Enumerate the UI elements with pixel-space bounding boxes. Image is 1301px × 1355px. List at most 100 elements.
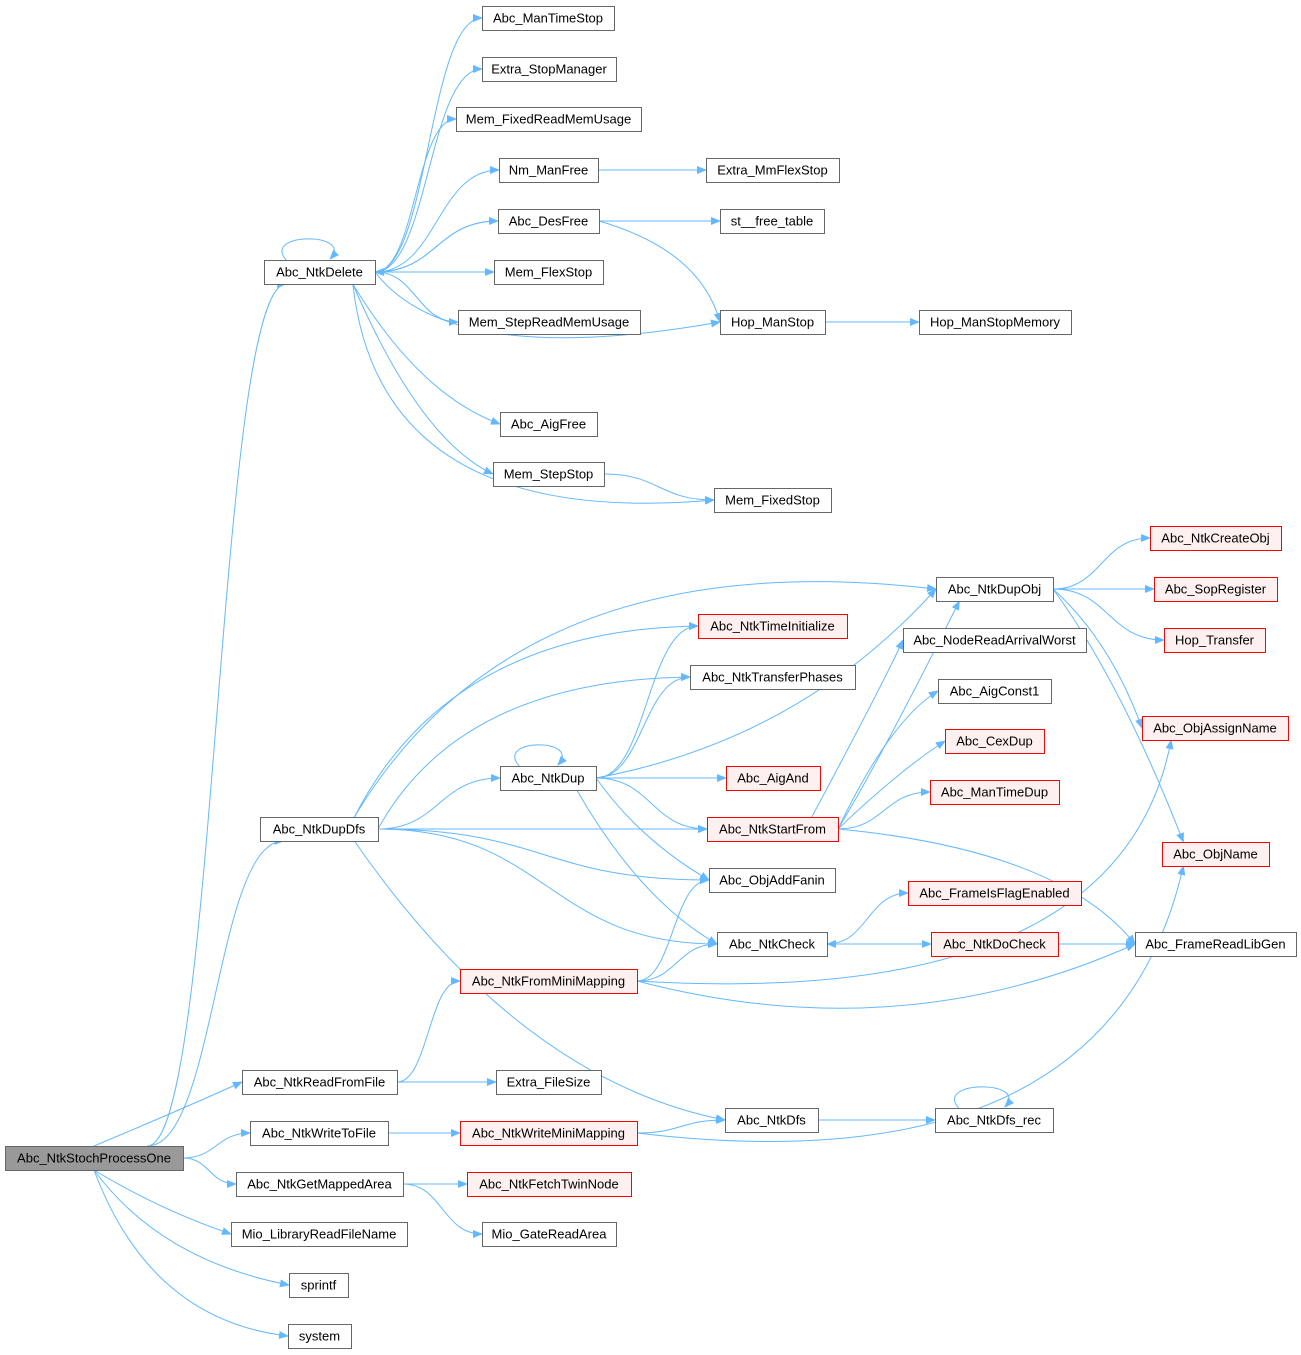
node-box-ntkDfs [725,1108,819,1133]
node-ntkWriteMiniMapping[interactable]: Abc_NtkWriteMiniMapping [460,1121,638,1146]
node-ntkTimeInitialize[interactable]: Abc_NtkTimeInitialize [698,614,848,639]
node-label-ntkCheck: Abc_NtkCheck [729,937,815,952]
nodes-layer: Abc_NtkStochProcessOneAbc_NtkDeleteAbc_M… [5,6,1297,1349]
node-box-nodeReadArrivalWorst [903,628,1087,653]
node-label-mioLibraryReadFileName: Mio_LibraryReadFileName [242,1227,397,1242]
node-nodeReadArrivalWorst[interactable]: Abc_NodeReadArrivalWorst [903,628,1087,653]
node-ntkDoCheck[interactable]: Abc_NtkDoCheck [931,932,1059,957]
node-label-cexDup: Abc_CexDup [956,734,1033,749]
edge-root-to-ntkDelete [147,280,288,1147]
node-label-ntkTransferPhases: Abc_NtkTransferPhases [702,670,843,685]
node-memFixedStop[interactable]: Mem_FixedStop [714,488,832,513]
node-ntkWriteToFile[interactable]: Abc_NtkWriteToFile [250,1121,389,1146]
node-ntkReadFromFile[interactable]: Abc_NtkReadFromFile [242,1070,398,1095]
node-box-ntkCheck [717,932,828,957]
node-ntkCreateObj[interactable]: Abc_NtkCreateObj [1150,526,1282,551]
node-objAddFanin[interactable]: Abc_ObjAddFanin [709,868,836,893]
node-ntkStartFrom[interactable]: Abc_NtkStartFrom [707,817,839,842]
node-box-ntkDupObj [936,577,1054,602]
edge-root-to-sprintf [93,1169,290,1288]
node-memFixedReadMemUsage[interactable]: Mem_FixedReadMemUsage [456,107,642,132]
node-box-memFixedStop [714,488,832,513]
edge-root-to-ntkDupDfs [147,837,285,1147]
node-ntkFromMiniMapping[interactable]: Abc_NtkFromMiniMapping [460,969,638,994]
node-ntkDfsRec[interactable]: Abc_NtkDfs_rec [935,1108,1054,1133]
node-box-ntkStartFrom [707,817,839,842]
edge-memStepStop-to-memFixedStop [603,473,715,504]
node-box-manTimeDup [930,780,1060,805]
node-label-objAddFanin: Abc_ObjAddFanin [719,873,825,888]
node-label-memStepReadMemUsage: Mem_StepReadMemUsage [469,315,629,330]
node-ntkDelete[interactable]: Abc_NtkDelete [264,260,376,285]
edge-ntkStartFrom-to-manTimeDup [837,788,931,830]
node-nmManFree[interactable]: Nm_ManFree [499,158,599,183]
node-memStepReadMemUsage[interactable]: Mem_StepReadMemUsage [458,310,641,335]
node-box-hopTransfer [1164,628,1266,653]
node-manTimeStop[interactable]: Abc_ManTimeStop [482,6,615,31]
node-mioGateReadArea[interactable]: Mio_GateReadArea [482,1222,617,1247]
node-sprintf[interactable]: sprintf [289,1273,349,1298]
edge-ntkDupDfs-to-objAddFanin [377,828,710,884]
node-sopRegister[interactable]: Abc_SopRegister [1154,577,1278,602]
node-hopTransfer[interactable]: Hop_Transfer [1164,628,1266,653]
edge-desFree-to-hopManStop [598,220,722,323]
node-frameIsFlagEnabled[interactable]: Abc_FrameIsFlagEnabled [908,881,1082,906]
edge-ntkDupObj-to-objAssignName [1052,588,1143,729]
node-system[interactable]: system [288,1324,352,1349]
node-stFreeTable[interactable]: st__free_table [720,209,825,234]
node-label-aigFree: Abc_AigFree [511,417,586,432]
node-box-ntkCreateObj [1150,526,1282,551]
node-hopManStop[interactable]: Hop_ManStop [720,310,826,335]
node-label-objAssignName: Abc_ObjAssignName [1153,721,1277,736]
node-ntkDfs[interactable]: Abc_NtkDfs [725,1108,819,1133]
node-label-objName: Abc_ObjName [1173,847,1258,862]
node-label-ntkCreateObj: Abc_NtkCreateObj [1161,531,1269,546]
edge-ntkWriteMiniMapping-to-ntkDfs [636,1116,726,1134]
node-frameReadLibGen[interactable]: Abc_FrameReadLibGen [1135,932,1297,957]
node-mioLibraryReadFileName[interactable]: Mio_LibraryReadFileName [231,1222,408,1247]
node-ntkFetchTwinNode[interactable]: Abc_NtkFetchTwinNode [467,1172,632,1197]
node-label-memFlexStop: Mem_FlexStop [505,265,592,280]
edges-layer [93,14,1186,1339]
node-label-sprintf: sprintf [301,1278,337,1293]
node-extraStopManager[interactable]: Extra_StopManager [482,57,617,82]
node-objAssignName[interactable]: Abc_ObjAssignName [1142,716,1289,741]
edge-ntkStartFrom-to-frameReadLibGen [837,828,1136,945]
node-cexDup[interactable]: Abc_CexDup [945,729,1045,754]
node-ntkGetMappedArea[interactable]: Abc_NtkGetMappedArea [236,1172,404,1197]
node-ntkTransferPhases[interactable]: Abc_NtkTransferPhases [690,665,856,690]
edge-desFree-to-ntkDelete [374,220,499,276]
node-ntkDup[interactable]: Abc_NtkDup [500,766,597,791]
node-label-ntkReadFromFile: Abc_NtkReadFromFile [254,1075,386,1090]
node-box-memStepStop [493,462,605,487]
node-label-manTimeDup: Abc_ManTimeDup [941,785,1048,800]
node-aigFree[interactable]: Abc_AigFree [500,412,598,437]
node-box-frameIsFlagEnabled [908,881,1082,906]
node-memStepStop[interactable]: Mem_StepStop [493,462,605,487]
node-ntkDupDfs[interactable]: Abc_NtkDupDfs [260,817,379,842]
node-label-hopTransfer: Hop_Transfer [1175,633,1255,648]
node-box-hopManStop [720,310,826,335]
node-box-objAddFanin [709,868,836,893]
node-extraMmFlexStop[interactable]: Extra_MmFlexStop [706,158,840,183]
node-hopManStopMemory[interactable]: Hop_ManStopMemory [919,310,1072,335]
node-desFree[interactable]: Abc_DesFree [498,209,600,234]
node-extraFileSize[interactable]: Extra_FileSize [496,1070,602,1095]
node-root[interactable]: Abc_NtkStochProcessOne [5,1146,184,1171]
edge-ntkGetMappedArea-to-mioGateReadArea [402,1183,483,1238]
edge-ntkCheck-to-frameIsFlagEnabled [826,889,909,945]
node-ntkCheck[interactable]: Abc_NtkCheck [717,932,828,957]
node-aigConst1[interactable]: Abc_AigConst1 [938,679,1052,704]
edge-ntkDup-to-ntkTransferPhases [595,673,691,779]
node-box-nmManFree [499,158,599,183]
node-box-ntkDoCheck [931,932,1059,957]
node-manTimeDup[interactable]: Abc_ManTimeDup [930,780,1060,805]
edge-ntkReadFromFile-to-ntkFromMiniMapping [396,977,461,1083]
node-aigAnd[interactable]: Abc_AigAnd [726,766,821,791]
node-memFlexStop[interactable]: Mem_FlexStop [494,260,604,285]
node-box-memFlexStop [494,260,604,285]
node-label-system: system [299,1329,340,1344]
node-objName[interactable]: Abc_ObjName [1162,842,1270,867]
node-ntkDupObj[interactable]: Abc_NtkDupObj [936,577,1054,602]
edge-ntkDupObj-to-objName [1052,588,1184,843]
